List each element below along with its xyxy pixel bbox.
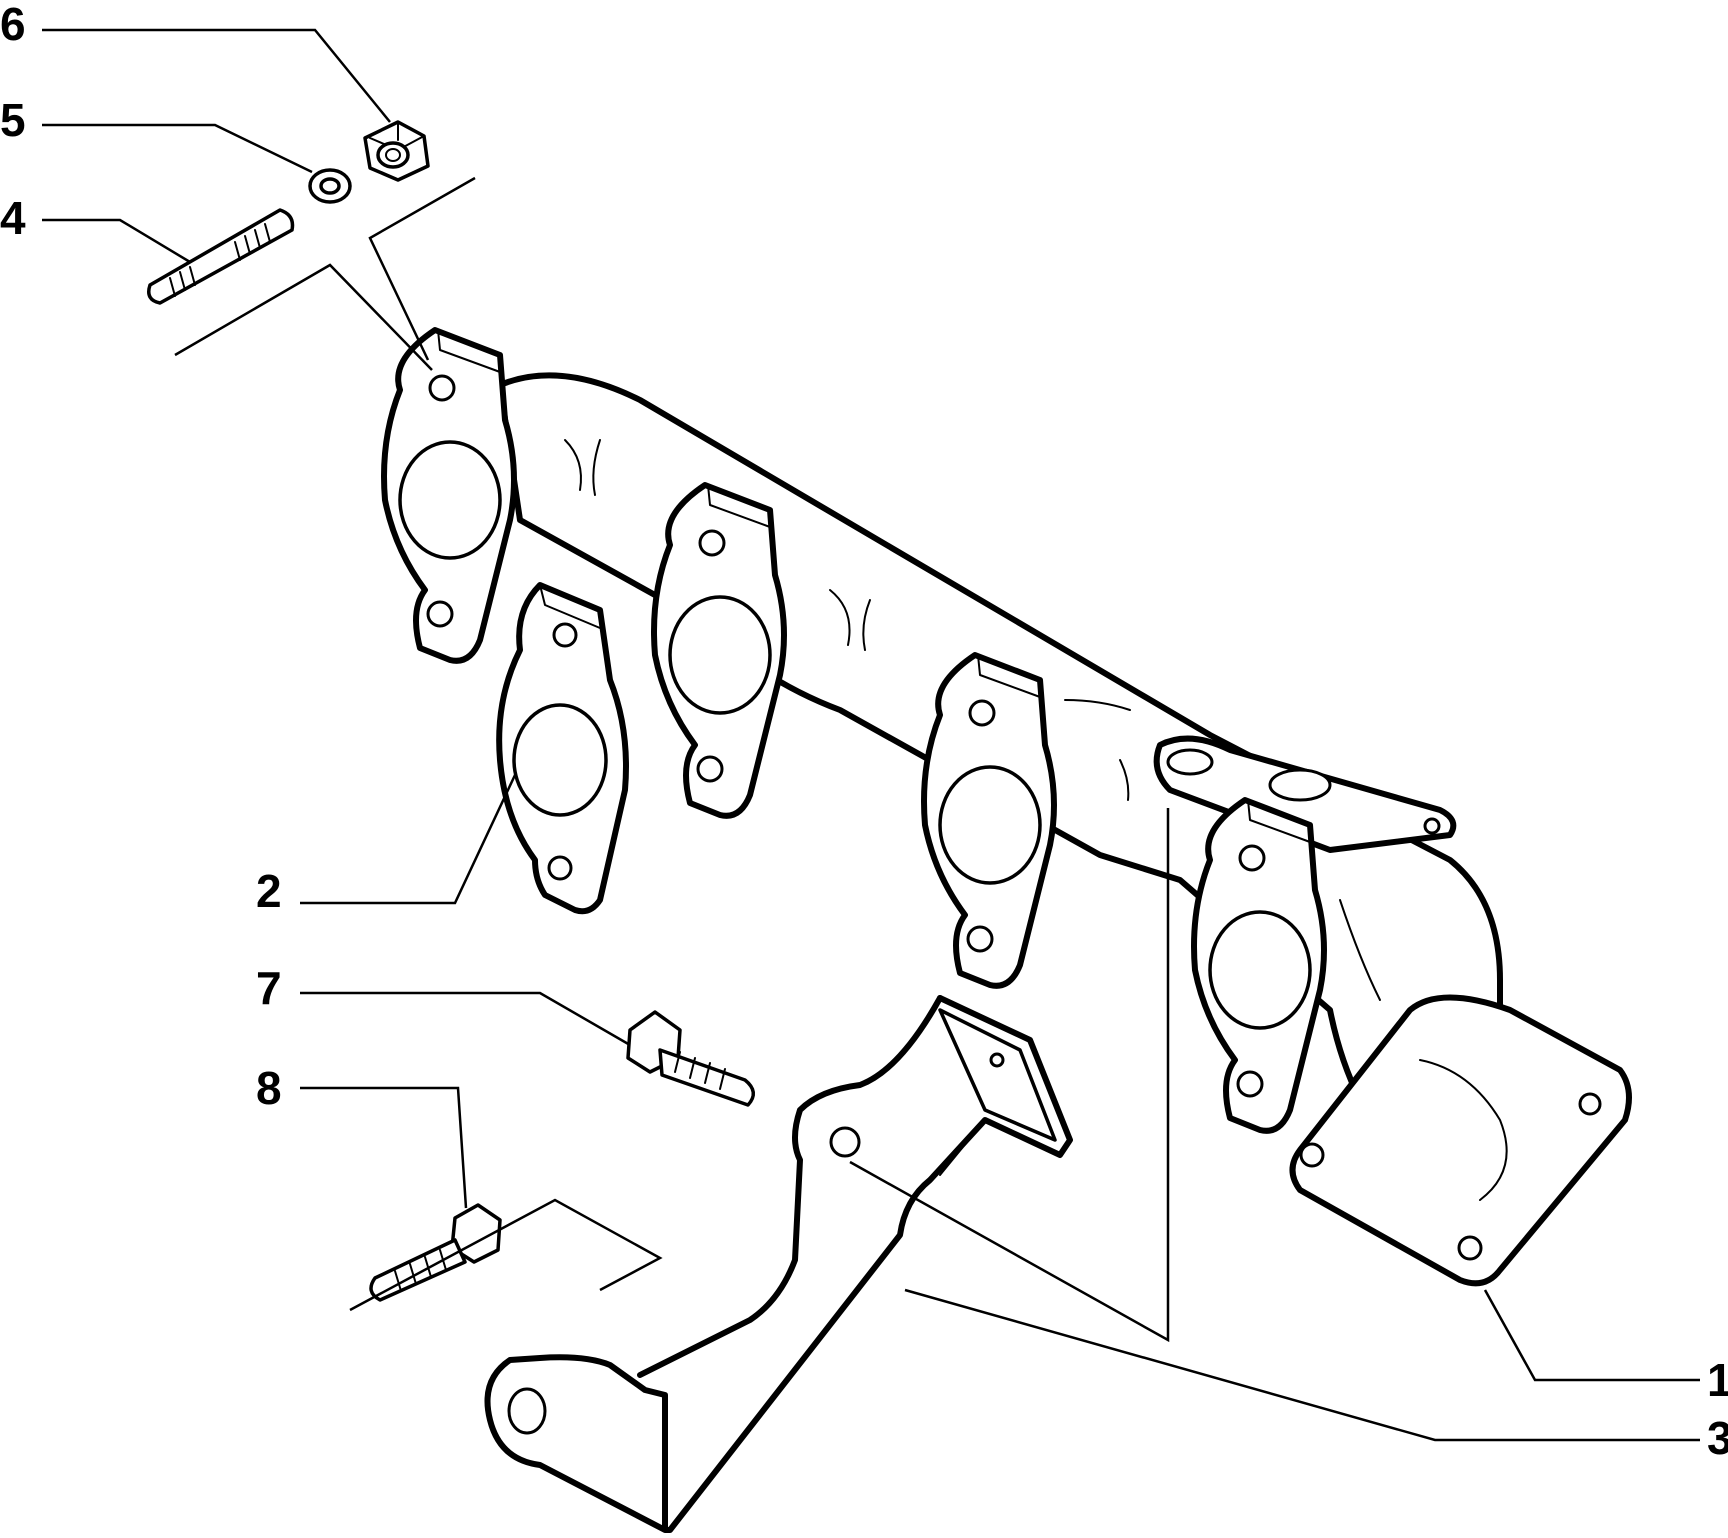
- leader-7: [300, 991, 631, 1047]
- leader-2: [300, 774, 517, 905]
- screw-7[interactable]: [626, 1010, 755, 1107]
- callout-5: 5: [0, 94, 26, 146]
- manifold-port-flange-2: [651, 482, 787, 819]
- screw-8[interactable]: [369, 1203, 502, 1302]
- manifold-gasket[interactable]: [496, 582, 629, 915]
- callout-3: 3: [1707, 1412, 1728, 1464]
- callout-labels: 1 2 3 4 5 6 7 8: [0, 0, 1728, 1464]
- leader-6: [42, 28, 391, 123]
- callout-2: 2: [256, 865, 282, 917]
- manifold-port-flange-4: [1191, 797, 1327, 1134]
- leader-5: [42, 123, 313, 174]
- support-bracket[interactable]: [484, 995, 1073, 1533]
- callout-7: 7: [256, 962, 282, 1014]
- callout-8: 8: [256, 1062, 282, 1114]
- leader-4: [42, 218, 191, 264]
- leader-lines: [42, 28, 1700, 1442]
- assembly-lines: [174, 176, 1170, 1343]
- stud-bolt[interactable]: [147, 208, 295, 305]
- callout-1: 1: [1707, 1354, 1728, 1406]
- washer[interactable]: [308, 168, 352, 204]
- leader-1: [1483, 1289, 1700, 1382]
- callout-4: 4: [0, 192, 26, 244]
- leader-8: [300, 1086, 468, 1209]
- callout-6: 6: [0, 0, 26, 50]
- manifold-port-flange-1: [381, 327, 517, 664]
- hex-nut[interactable]: [363, 120, 430, 182]
- manifold-port-flange-3: [921, 652, 1057, 989]
- leader-3: [904, 1288, 1700, 1442]
